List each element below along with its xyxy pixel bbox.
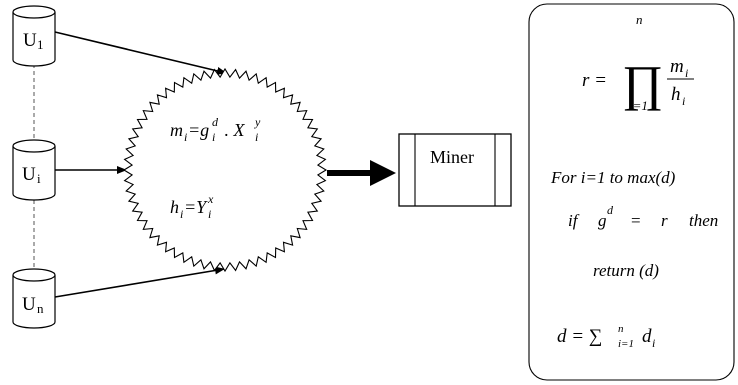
- computation-panel: [528, 3, 735, 381]
- m-x-sup: y: [254, 115, 261, 129]
- m-lhs-sub: i: [184, 130, 187, 144]
- user-ui-subscript: i: [37, 171, 41, 186]
- arrow-un-to-cloud: [54, 266, 225, 298]
- if-g: g: [598, 211, 607, 230]
- d-var-sub: i: [652, 336, 655, 350]
- frac-den-sub: i: [682, 94, 685, 108]
- aggregation-cloud: [122, 67, 328, 273]
- m-eq-g: =g: [188, 120, 209, 140]
- formula-r: r = n ∏ i=1 m i h i: [582, 12, 694, 113]
- h-y-sup: x: [207, 192, 214, 206]
- r-lhs: r =: [582, 70, 607, 91]
- user-ui-label: U: [22, 164, 36, 185]
- formula-m: m i =g d i . X y i: [170, 115, 261, 144]
- h-eq-y: =Y: [184, 197, 208, 217]
- prod-bottom: i=1: [629, 98, 648, 113]
- m-g-sup: d: [212, 115, 219, 129]
- loop-line: For i=1 to max(d): [550, 168, 676, 187]
- m-x-sub: i: [255, 130, 258, 144]
- d-lhs: d = ∑: [557, 326, 602, 347]
- return-line: return (d): [593, 261, 659, 280]
- h-y-sub: i: [208, 207, 211, 221]
- user-ui-node: U i: [12, 139, 56, 201]
- m-g-sub: i: [212, 130, 215, 144]
- arrow-cloud-to-miner-head: [370, 160, 396, 186]
- formula-d: d = ∑ n i=1 d i: [557, 323, 655, 350]
- user-un-label: U: [22, 294, 36, 315]
- user-un-subscript: n: [37, 301, 44, 316]
- arrow-u1-to-cloud: [54, 31, 227, 75]
- user-u1-node: U 1: [12, 5, 56, 67]
- if-then: then: [689, 211, 718, 230]
- formula-h: h i =Y x i: [170, 192, 214, 221]
- miner-box: Miner: [398, 133, 512, 207]
- user-un-node: U n: [12, 268, 56, 329]
- if-r: r: [661, 211, 668, 230]
- prod-top: n: [636, 12, 643, 27]
- sum-sub: i=1: [618, 338, 634, 350]
- h-lhs-sub: i: [180, 207, 183, 221]
- frac-num: m: [670, 56, 684, 77]
- user-u1-label: U: [23, 30, 37, 51]
- if-word: if: [568, 211, 580, 230]
- if-g-sup: d: [607, 203, 614, 217]
- sum-sup: n: [618, 323, 624, 335]
- m-lhs: m: [170, 120, 183, 140]
- d-var: d: [642, 326, 652, 347]
- frac-den: h: [671, 84, 681, 105]
- h-lhs: h: [170, 197, 179, 217]
- user-u1-subscript: 1: [37, 37, 44, 52]
- if-line: if g d = r then: [568, 203, 718, 230]
- if-eq: =: [631, 211, 641, 230]
- frac-num-sub: i: [685, 66, 688, 80]
- prod-symbol: ∏: [622, 55, 663, 111]
- m-dot-x: . X: [220, 120, 246, 140]
- miner-label: Miner: [430, 147, 474, 167]
